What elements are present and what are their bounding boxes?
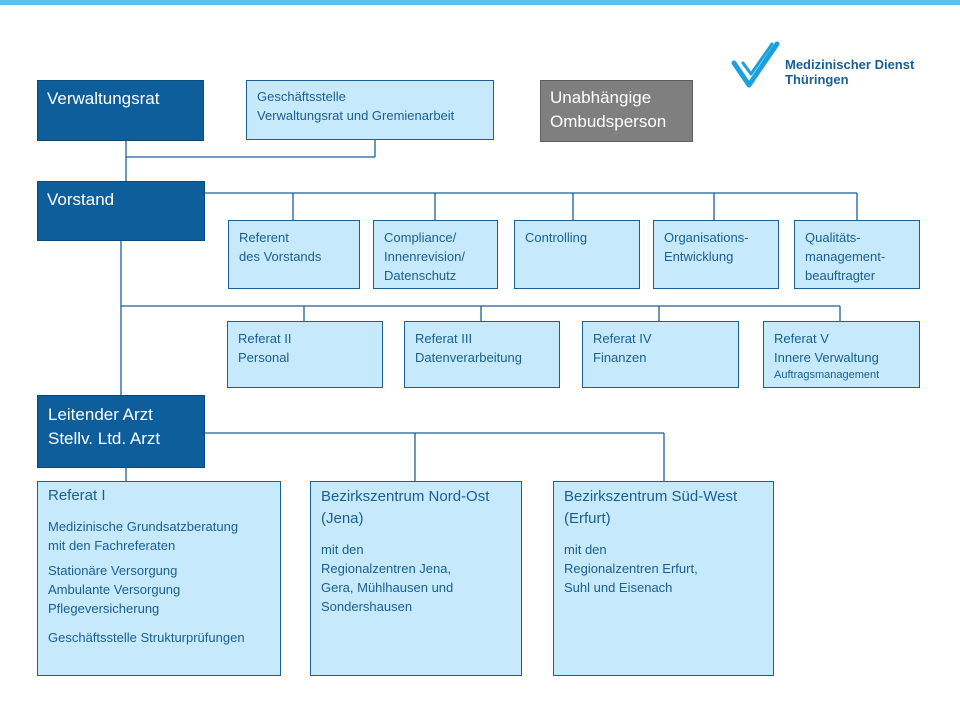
staff-unit-line: beauftragter bbox=[805, 268, 876, 283]
referat-5-title: Referat V bbox=[774, 331, 829, 346]
top-accent-bar bbox=[0, 0, 960, 5]
bezirkszentrum-nord-ost-box: Bezirkszentrum Nord-Ost (Jena) mit den R… bbox=[310, 481, 522, 676]
verwaltungsrat-label: Verwaltungsrat bbox=[47, 89, 160, 108]
referat-2-name: Personal bbox=[238, 350, 290, 365]
referat-1-title: Referat I bbox=[48, 487, 106, 504]
referat-1-text: Stationäre Versorgung bbox=[48, 563, 178, 578]
staff-unit-line: Compliance/ bbox=[384, 230, 457, 245]
geschaeftsstelle-line-1: Geschäftsstelle bbox=[257, 89, 346, 104]
referat-3-title: Referat III bbox=[415, 331, 473, 346]
staff-unit-compliance: Compliance/ Innenrevision/ Datenschutz bbox=[373, 220, 498, 289]
nord-ost-text: Regionalzentren Jena, bbox=[321, 561, 452, 576]
staff-unit-line: Referent bbox=[239, 230, 289, 245]
nord-ost-text: Sondershausen bbox=[321, 599, 413, 614]
leitender-arzt-line-1: Leitender Arzt bbox=[48, 405, 153, 424]
staff-unit-line: Innenrevision/ bbox=[384, 249, 465, 264]
verwaltungsrat-box: Verwaltungsrat bbox=[37, 80, 204, 141]
referat-1-text: Geschäftsstelle Strukturprüfungen bbox=[48, 630, 245, 645]
staff-unit-organisationsentwicklung: Organisations- Entwicklung bbox=[653, 220, 779, 289]
referat-1-text: Pflegeversicherung bbox=[48, 601, 160, 616]
geschaeftsstelle-box: Geschäftsstelle Verwaltungsrat und Gremi… bbox=[246, 80, 494, 140]
referat-1-text: mit den Fachreferaten bbox=[48, 538, 176, 553]
referat-2-title: Referat II bbox=[238, 331, 292, 346]
checkmark-logo-icon bbox=[731, 41, 780, 88]
sued-west-title-2: (Erfurt) bbox=[564, 510, 611, 527]
referat-4-title: Referat IV bbox=[593, 331, 652, 346]
sued-west-title-1: Bezirkszentrum Süd-West bbox=[564, 488, 738, 505]
ombudsperson-box: Unabhängige Ombudsperson bbox=[540, 80, 693, 142]
staff-unit-line: Qualitäts- bbox=[805, 230, 861, 245]
nord-ost-title-2: (Jena) bbox=[321, 510, 364, 527]
staff-unit-controlling: Controlling bbox=[514, 220, 640, 289]
logo-region: Thüringen bbox=[785, 72, 849, 87]
referat-1-block-3: Geschäftsstelle Strukturprüfungen bbox=[48, 628, 270, 647]
staff-unit-line: Controlling bbox=[525, 230, 588, 245]
leitender-arzt-box: Leitender Arzt Stellv. Ltd. Arzt bbox=[37, 395, 205, 468]
nord-ost-text: mit den bbox=[321, 542, 364, 557]
geschaeftsstelle-line-2: Verwaltungsrat und Gremienarbeit bbox=[257, 108, 455, 123]
referat-4-box: Referat IV Finanzen bbox=[582, 321, 739, 388]
nord-ost-title-1: Bezirkszentrum Nord-Ost bbox=[321, 488, 490, 505]
referat-4-name: Finanzen bbox=[593, 350, 647, 365]
vorstand-box: Vorstand bbox=[37, 181, 205, 241]
leitender-arzt-line-2: Stellv. Ltd. Arzt bbox=[48, 429, 161, 448]
referat-3-box: Referat III Datenverarbeitung bbox=[404, 321, 560, 388]
sued-west-text: mit den bbox=[564, 542, 607, 557]
sued-west-text: Regionalzentren Erfurt, bbox=[564, 561, 698, 576]
ombudsperson-line-1: Unabhängige bbox=[550, 88, 652, 107]
referat-5-name: Innere Verwaltung bbox=[774, 350, 879, 365]
staff-unit-line: management- bbox=[805, 249, 886, 264]
sued-west-body: mit den Regionalzentren Erfurt, Suhl und… bbox=[564, 540, 763, 597]
staff-unit-line: Entwicklung bbox=[664, 249, 734, 264]
staff-unit-line: des Vorstands bbox=[239, 249, 322, 264]
referat-3-name: Datenverarbeitung bbox=[415, 350, 522, 365]
logo-name: Medizinischer Dienst bbox=[785, 57, 915, 72]
staff-unit-qualitaetsmanagement: Qualitäts- management- beauftragter bbox=[794, 220, 920, 289]
referat-1-text: Medizinische Grundsatzberatung bbox=[48, 519, 239, 534]
staff-unit-referent: Referent des Vorstands bbox=[228, 220, 360, 289]
referat-2-box: Referat II Personal bbox=[227, 321, 383, 388]
referat-1-box: Referat I Medizinische Grundsatzberatung… bbox=[37, 481, 281, 676]
nord-ost-body: mit den Regionalzentren Jena, Gera, Mühl… bbox=[321, 540, 511, 616]
referat-1-block-2: Stationäre Versorgung Ambulante Versorgu… bbox=[48, 561, 270, 618]
staff-unit-line: Organisations- bbox=[664, 230, 749, 245]
referat-1-block-1: Medizinische Grundsatzberatung mit den F… bbox=[48, 517, 270, 555]
staff-unit-line: Datenschutz bbox=[384, 268, 457, 283]
nord-ost-text: Gera, Mühlhausen und bbox=[321, 580, 454, 595]
vorstand-label: Vorstand bbox=[47, 190, 115, 209]
bezirkszentrum-sued-west-box: Bezirkszentrum Süd-West (Erfurt) mit den… bbox=[553, 481, 774, 676]
ombudsperson-line-2: Ombudsperson bbox=[550, 112, 667, 131]
sued-west-text: Suhl und Eisenach bbox=[564, 580, 673, 595]
referat-5-subtitle: Auftragsmanagement bbox=[774, 369, 880, 381]
logo-text: Medizinischer Dienst Thüringen bbox=[785, 57, 914, 87]
referat-5-box: Referat V Innere Verwaltung Auftragsmana… bbox=[763, 321, 920, 388]
referat-1-text: Ambulante Versorgung bbox=[48, 582, 181, 597]
logo: Medizinischer Dienst Thüringen bbox=[731, 41, 931, 91]
